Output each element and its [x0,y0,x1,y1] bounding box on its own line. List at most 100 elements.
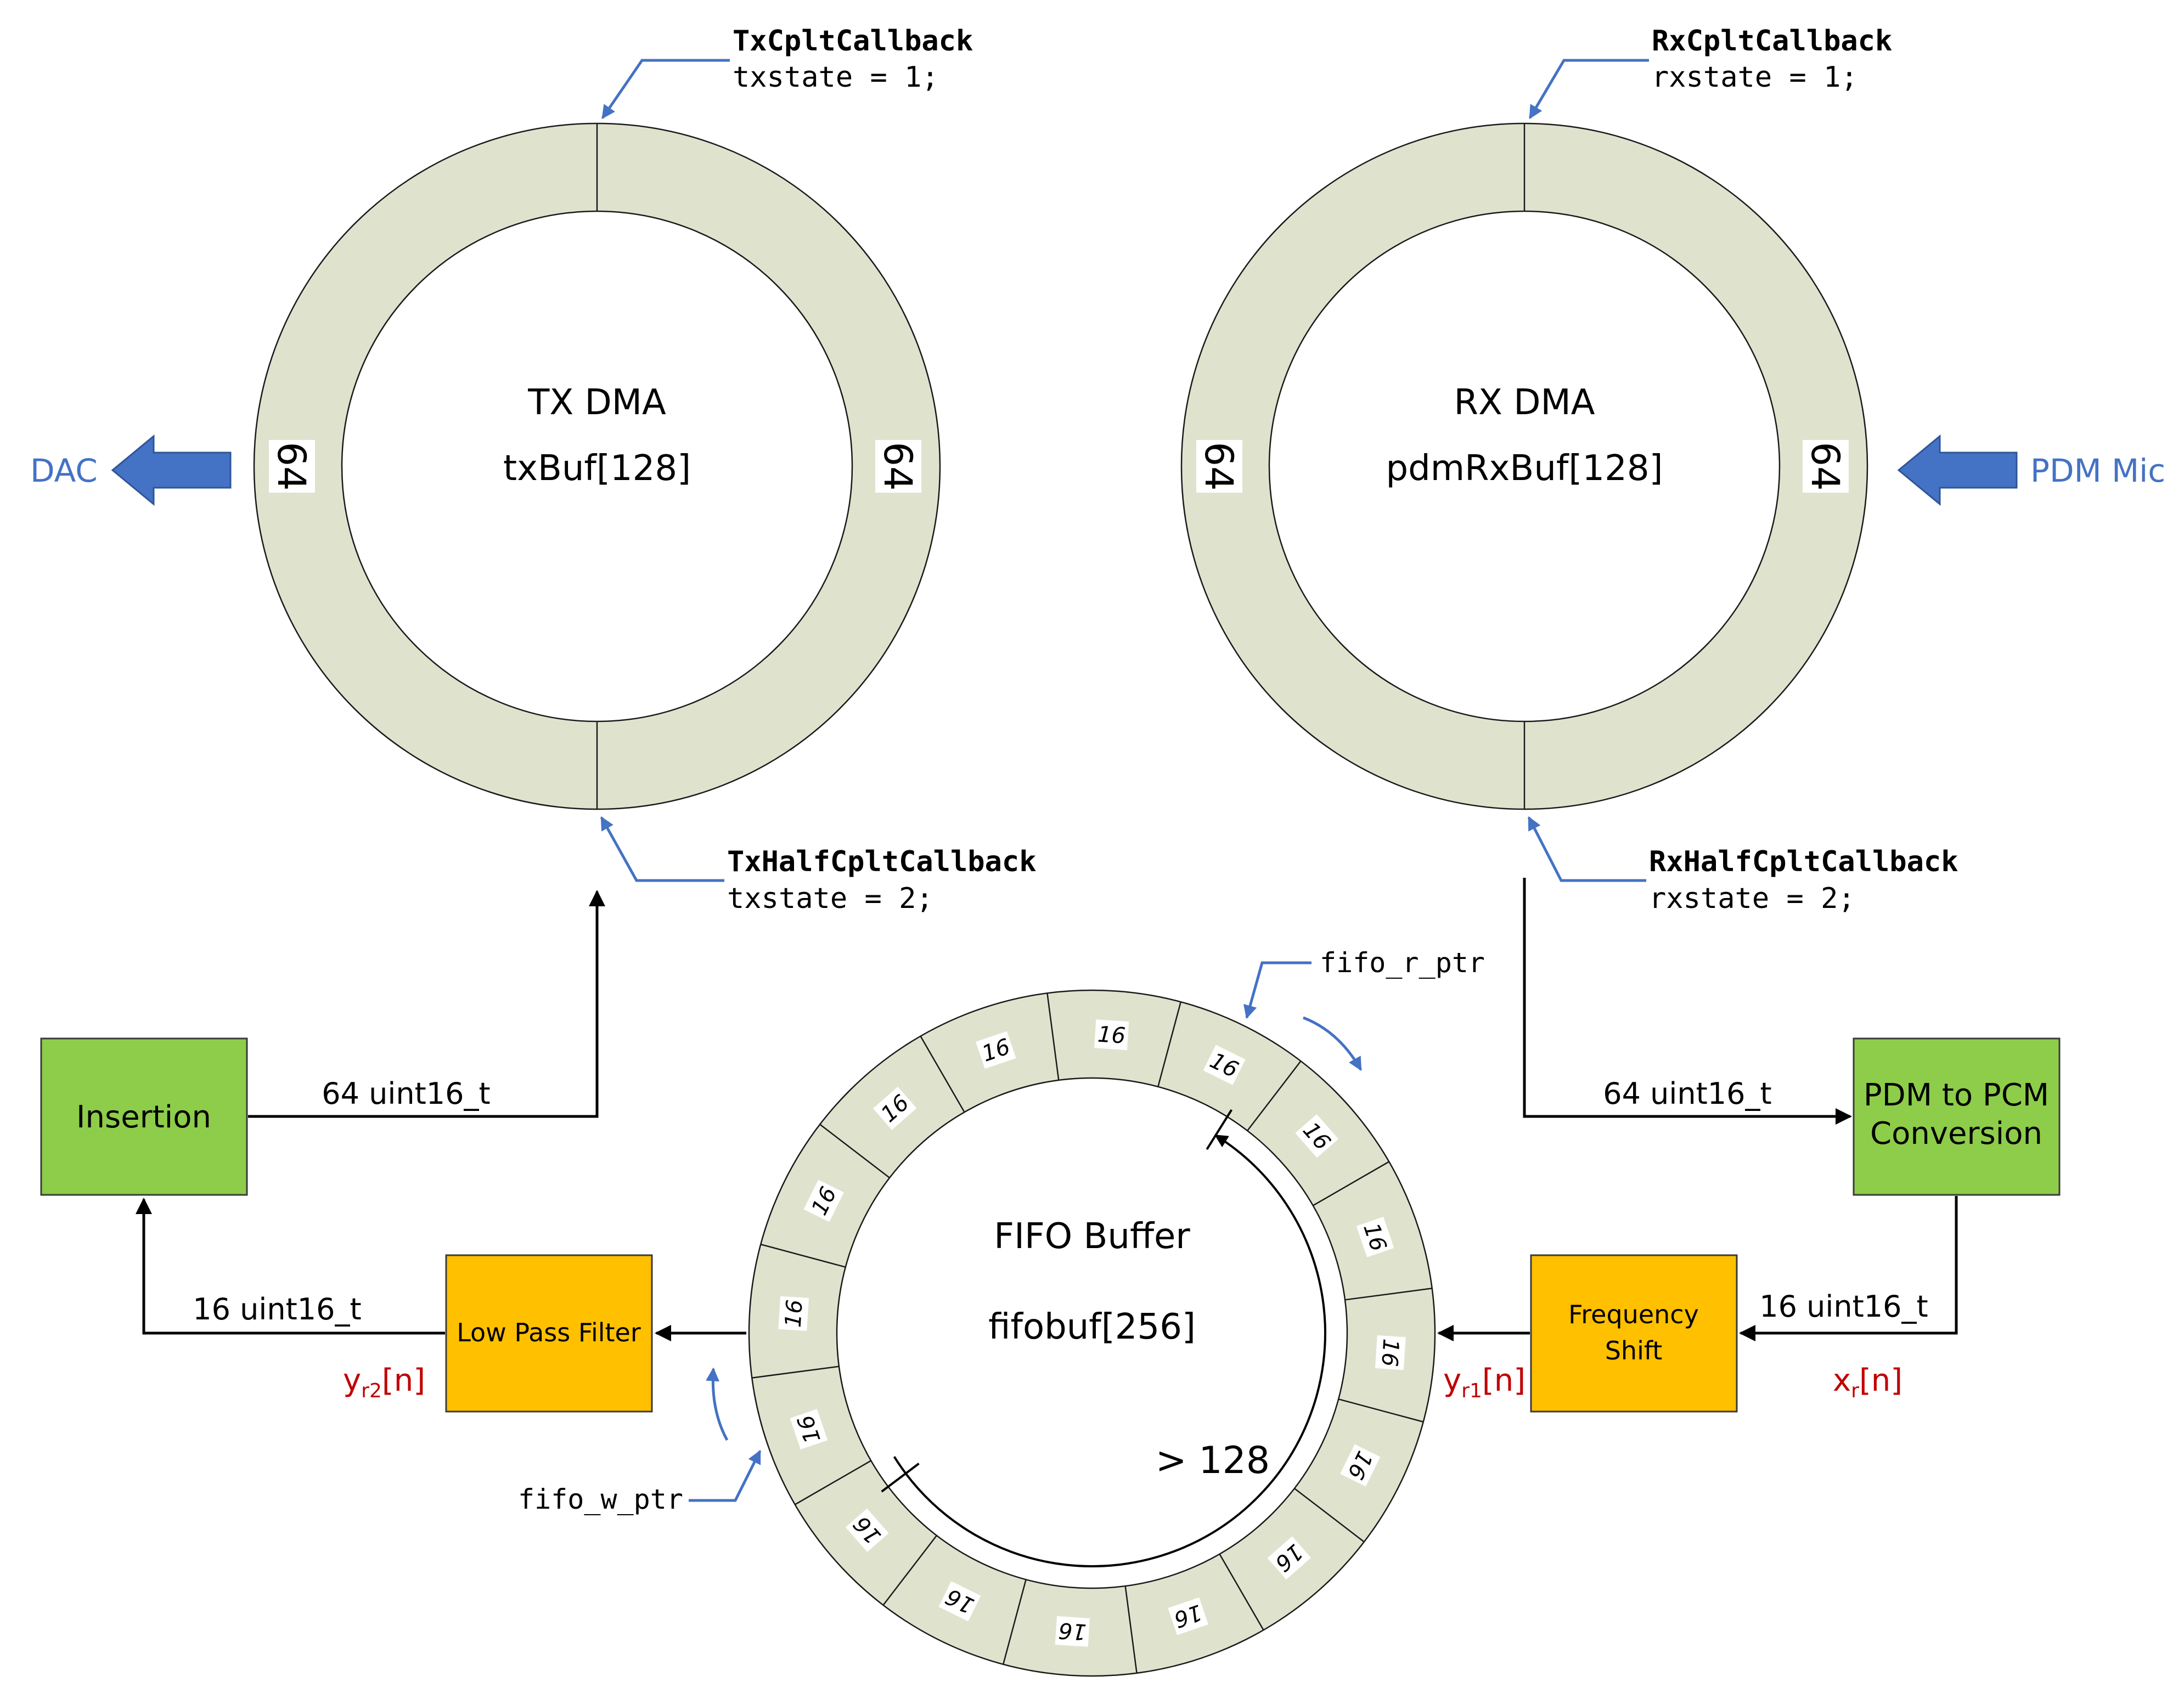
fifo-occupancy-arc [893,1134,1326,1567]
fifo-segment-label: 16 [781,1299,808,1329]
fifo-segment-badge [938,1581,981,1622]
rx-to-pdm-label: 64 uint16_t [1603,1076,1771,1111]
rx-cplt-pointer [1528,59,1649,120]
fifo-segment: 16 [1375,1335,1406,1370]
fifo-segment-divider [752,1365,840,1379]
fifo-read-direction-icon [1303,1016,1363,1071]
rx-to-pdm-connector [1523,878,1852,1125]
fifo-segment-divider [882,1535,937,1606]
fifo-segment-badge [873,1086,917,1130]
frequency-shift-label-line1: Frequency [1568,1300,1699,1329]
dac-label: DAC [30,452,98,489]
fifo-segment-divider [1157,1001,1181,1087]
pdm-mic-arrow-icon [1897,434,2018,506]
rx-cplt-state: rxstate = 1; [1652,61,1858,94]
pdm-to-pcm-label-line2: Conversion [1870,1116,2042,1152]
pdm-to-pcm-block: PDM to PCM Conversion [1853,1037,2061,1196]
fifo-segment-badge [1267,1536,1311,1580]
fifo-segment-badge [976,1031,1016,1069]
fifo-segment-badge [1295,1114,1339,1158]
fifo-segment-divider [760,1244,846,1268]
insertion-label: Insertion [76,1099,211,1135]
lpf-to-insertion-label: 16 uint16_t [193,1292,361,1327]
tx-dma-ring: TX DMA txBuf[128] 64 64 [253,122,941,810]
frequency-shift-block: Frequency Shift [1530,1254,1738,1413]
fifo-segment: 16 [1055,1616,1090,1647]
fifo-segment-label: 16 [1376,1338,1403,1368]
fifo-segment-divider [819,1124,890,1178]
fifo-title: FIFO Buffer [994,1216,1190,1257]
tx-half-right-badge [875,440,921,493]
rx-half-right-label: 64 [1803,442,1848,490]
fifo-segment-badge [1055,1616,1090,1647]
rx-dma-title: RX DMA [1454,382,1595,423]
tx-cplt-pointer [601,59,730,120]
fifo-write-tick [881,1463,920,1493]
frequency-shift-label-line2: Shift [1605,1336,1663,1365]
rx-buffer-name: pdmRxBuf[128] [1386,448,1663,489]
fifo-segment-divider [1046,993,1060,1081]
fifo-segment: 16 [790,1409,828,1449]
pdm-to-pcm-label-line1: PDM to PCM [1864,1077,2049,1113]
fifo-threshold: > 128 [1156,1439,1270,1482]
fifo-segment-badge [1168,1597,1208,1635]
insertion-block: Insertion [40,1037,248,1196]
fifo-segment-badge [1203,1045,1246,1085]
pdm-mic-label: PDM Mic [2030,452,2165,489]
fifo-segment-badge [1340,1444,1381,1487]
signal-y-r1: yr1[n] [1443,1363,1526,1402]
tx-dma-title: TX DMA [527,382,666,423]
dac-arrow-icon [111,434,232,506]
fifo-segment-label: 16 [1058,1617,1088,1644]
fifo-segment-divider [1344,1288,1432,1301]
fifo-segment-badge [1375,1335,1406,1370]
insertion-to-tx-label: 64 uint16_t [322,1076,490,1111]
insertion-to-tx-connector [248,890,605,1118]
fifo-segment-badge [845,1508,889,1553]
low-pass-filter-label: Low Pass Filter [457,1318,641,1347]
rx-half-left-label: 64 [1196,442,1241,490]
fifo-ring-inner [836,1077,1348,1589]
low-pass-filter-block: Low Pass Filter [445,1254,653,1413]
rx-half-left-badge [1196,440,1242,493]
fifo-segment-badge [1094,1019,1129,1051]
tx-buffer-name: txBuf[128] [503,448,691,489]
fifo-segment-divider [1313,1161,1389,1206]
rx-half-state: rxstate = 2; [1649,882,1855,915]
tx-half-pointer [600,816,724,882]
tx-half-callback: TxHalfCpltCallback [727,845,1037,878]
rx-half-callback: RxHalfCpltCallback [1649,845,1958,878]
fifo-segment-label: 16 [1097,1022,1127,1049]
fifo-segment-badge [1356,1217,1394,1257]
fifo-segment-divider [795,1460,871,1505]
tx-half-left-label: 64 [269,442,314,490]
signal-y-r2: yr2[n] [343,1363,425,1402]
fifo-segment-divider [920,1036,965,1113]
fifo-write-direction-icon [706,1367,729,1441]
fifo-read-pointer-label: fifo_r_ptr [1320,947,1485,979]
fifo-segment-divider [1338,1398,1424,1423]
fifo-segment-badge [790,1409,828,1449]
rx-half-right-badge [1803,440,1849,493]
lpf-to-insertion-connector [136,1198,445,1335]
rx-dma-ring: RX DMA pdmRxBuf[128] 64 64 [1180,122,1868,810]
fifo-segment-badge [803,1180,844,1222]
fifo-segment-divider [1003,1579,1027,1665]
fifo-segment: 16 [1094,1019,1129,1051]
tx-half-state: txstate = 2; [727,882,933,915]
tx-half-left-badge [269,440,315,493]
fifo-buffer-name: fifobuf[256] [988,1307,1196,1347]
tx-cplt-state: txstate = 1; [733,61,939,94]
fifo-segment-divider [1124,1585,1138,1673]
fifo-segment-badge [778,1296,809,1331]
tx-half-right-label: 64 [875,442,920,490]
fifo-write-pointer-label: fifo_w_ptr [518,1483,683,1515]
fifo-read-tick [1206,1109,1233,1150]
pdm-to-freq-label: 16 uint16_t [1759,1289,1928,1324]
fifo-segment-divider [1294,1488,1365,1543]
fifo-segment-divider [1247,1060,1302,1131]
pdm-to-freq-connector [1739,1196,1958,1341]
fifo-segment-divider [1219,1554,1264,1630]
